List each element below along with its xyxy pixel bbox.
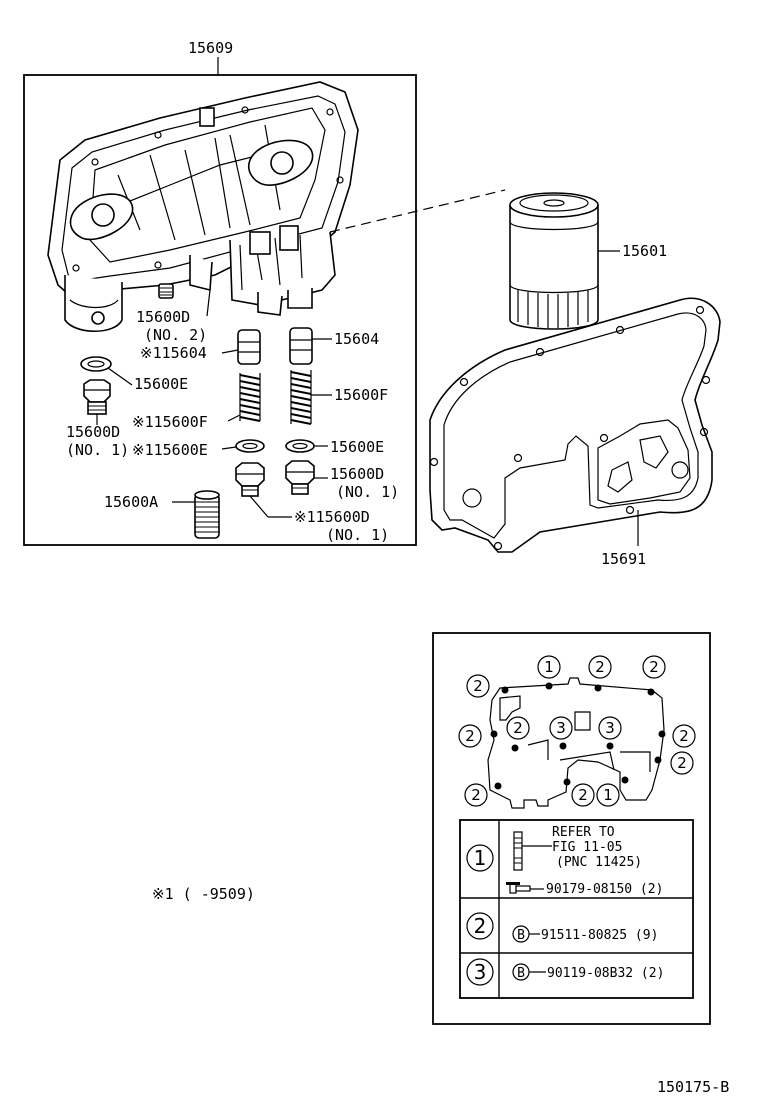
production-date-note: ※1 ( -9509) xyxy=(152,885,255,903)
legend-row-1: 1 REFER TO FIG 11-05 (PNC 11425) xyxy=(466,825,663,897)
figure-code: 150175-B xyxy=(657,1078,729,1096)
spring-left xyxy=(239,372,261,422)
marker-2-a: 2 xyxy=(588,655,612,679)
spring-right xyxy=(290,370,312,425)
plug-center-left xyxy=(235,462,265,497)
marker-2-d: 2 xyxy=(458,724,482,748)
marker-3-b: 3 xyxy=(598,716,622,740)
label-15601: 15601 xyxy=(622,242,667,260)
label-15600E-left: 15600E xyxy=(134,375,188,393)
washer-center-right xyxy=(285,439,315,453)
label-115600D: ※115600D xyxy=(294,508,370,526)
label-15691: 15691 xyxy=(601,550,646,568)
label-15600D-no1-right-sub: (NO. 1) xyxy=(336,483,399,501)
label-115600E: ※115600E xyxy=(132,441,208,459)
oil-filter xyxy=(509,192,599,330)
svg-text:2: 2 xyxy=(465,727,475,745)
union-15600A xyxy=(194,490,220,539)
oil-filter-bracket xyxy=(47,81,359,332)
marker-1-bottom: 1 xyxy=(596,783,620,807)
legend-1-part: 90179-08150 (2) xyxy=(546,882,663,897)
washer-left xyxy=(80,356,112,372)
plug-no1-left xyxy=(83,379,111,415)
dashed-leader xyxy=(329,189,506,233)
legend-1-line2: FIG 11-05 xyxy=(552,840,622,855)
bracket-gasket xyxy=(429,297,721,553)
label-115604: ※115604 xyxy=(140,344,207,362)
svg-text:3: 3 xyxy=(474,960,487,984)
label-15600D-no2-sub: (NO. 2) xyxy=(144,326,207,344)
marker-2-h: 2 xyxy=(464,783,488,807)
marker-2-e: 2 xyxy=(506,716,530,740)
legend-2-part: 91511-80825 (9) xyxy=(541,928,658,943)
plug-center-right xyxy=(285,460,315,495)
plug-no2 xyxy=(158,283,174,299)
legend-row-2: 2 B 91511-80825 (9) xyxy=(466,912,658,943)
svg-text:2: 2 xyxy=(473,677,483,695)
legend-row-3: 3 B 90119-08B32 (2) xyxy=(466,958,664,986)
marker-2-f: 2 xyxy=(672,724,696,748)
label-115600F: ※115600F xyxy=(132,413,208,431)
label-15600D-no1-right: 15600D xyxy=(330,465,384,483)
legend-3-part: 90119-08B32 (2) xyxy=(547,966,664,981)
svg-text:2: 2 xyxy=(578,786,588,804)
label-15604: 15604 xyxy=(334,330,379,348)
svg-text:2: 2 xyxy=(677,754,687,772)
svg-text:1: 1 xyxy=(603,786,613,804)
svg-text:3: 3 xyxy=(605,719,615,737)
relief-valve-right xyxy=(289,327,313,365)
marker-3-a: 3 xyxy=(549,716,573,740)
legend-1-line3: (PNC 11425) xyxy=(556,855,642,870)
svg-text:1: 1 xyxy=(474,846,487,870)
bolt-legend-table: 1 REFER TO FIG 11-05 (PNC 11425) xyxy=(459,819,694,999)
legend-1-line1: REFER TO xyxy=(552,825,615,840)
label-115600D-sub: (NO. 1) xyxy=(326,526,389,544)
marker-2-b: 2 xyxy=(642,655,666,679)
svg-text:2: 2 xyxy=(471,786,481,804)
marker-2-i: 2 xyxy=(571,783,595,807)
bracket-assembly-label: 15609 xyxy=(188,39,233,57)
svg-text:2: 2 xyxy=(513,719,523,737)
relief-valve-left xyxy=(237,329,261,365)
legend-3-badge: B xyxy=(517,966,525,981)
svg-text:2: 2 xyxy=(474,914,487,938)
svg-text:1: 1 xyxy=(544,658,554,676)
svg-text:3: 3 xyxy=(556,719,566,737)
marker-2-g: 2 xyxy=(670,751,694,775)
label-15600E-right: 15600E xyxy=(330,438,384,456)
label-15600D-no1-left-sub: (NO. 1) xyxy=(66,441,129,459)
main-box-frame xyxy=(23,74,417,546)
label-15600D-no2: 15600D xyxy=(136,308,190,326)
legend-2-badge: B xyxy=(517,928,525,943)
washer-center-left xyxy=(235,439,265,453)
label-15600A: 15600A xyxy=(104,493,158,511)
oil-filter-bracket-group: 15609 xyxy=(23,39,417,546)
svg-text:2: 2 xyxy=(679,727,689,745)
svg-text:2: 2 xyxy=(649,658,659,676)
label-15600D-no1-left: 15600D xyxy=(66,423,120,441)
flange-bolt-icon xyxy=(506,882,531,894)
stud-icon xyxy=(513,831,523,871)
svg-text:2: 2 xyxy=(595,658,605,676)
marker-1-top: 1 xyxy=(537,655,561,679)
bolt-location-box: 1 2 2 2 2 2 3 3 xyxy=(432,632,711,1025)
marker-2-c: 2 xyxy=(466,674,490,698)
label-15600F: 15600F xyxy=(334,386,388,404)
